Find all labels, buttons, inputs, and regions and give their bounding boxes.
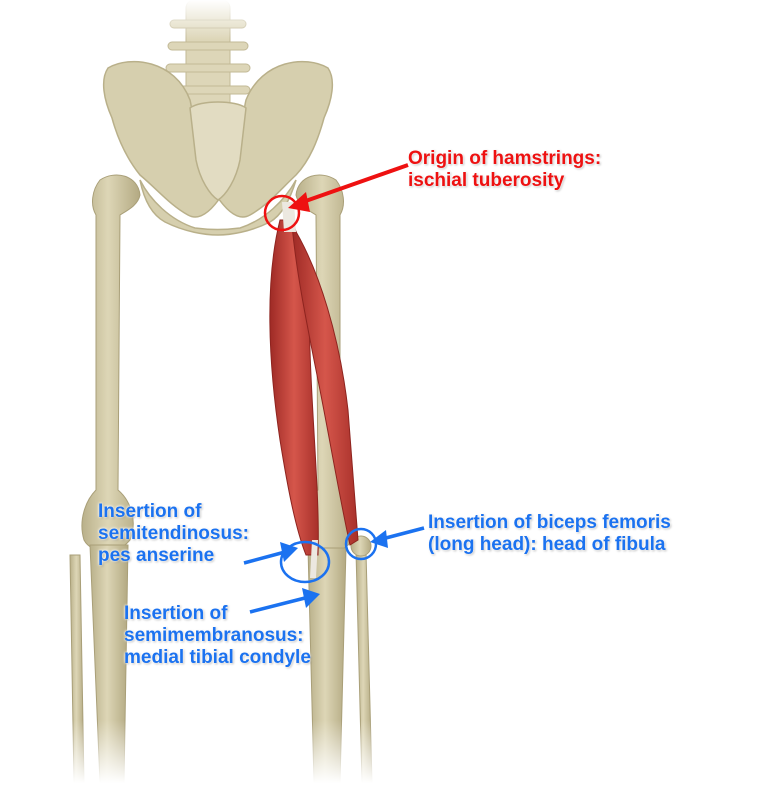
origin-label-line2: ischial tuberosity [408,170,565,191]
biceps-femoris-label-line2: (long head): head of fibula [428,534,666,555]
biceps-femoris-label-line1: Insertion of biceps femoris [428,512,671,533]
origin-label-line1: Origin of hamstrings: [408,148,602,169]
biceps-femoris-label: Insertion of biceps femoris (long head):… [428,512,671,556]
origin-label: Origin of hamstrings: ischial tuberosity [408,148,601,192]
semimembranosus-label-line3: medial tibial condyle [124,647,311,668]
semitendinosus-label-line2: semitendinosus: [98,523,249,544]
semitendinosus-label-line3: pes anserine [98,545,215,566]
semitendinosus-label: Insertion of semitendinosus: pes anserin… [98,501,249,567]
hamstring-muscles [269,202,359,578]
biceps-femoris-marker [344,526,425,561]
origin-marker [263,163,409,232]
semimembranosus-label: Insertion of semimembranosus: medial tib… [124,603,311,669]
semimembranosus-label-line2: semimembranosus: [124,625,304,646]
semitendinosus-label-line1: Insertion of [98,501,202,522]
pelvis [102,60,334,236]
semimembranosus-marker [249,588,320,614]
semimembranosus-label-line1: Insertion of [124,603,228,624]
semitendinosus-marker [243,540,331,584]
